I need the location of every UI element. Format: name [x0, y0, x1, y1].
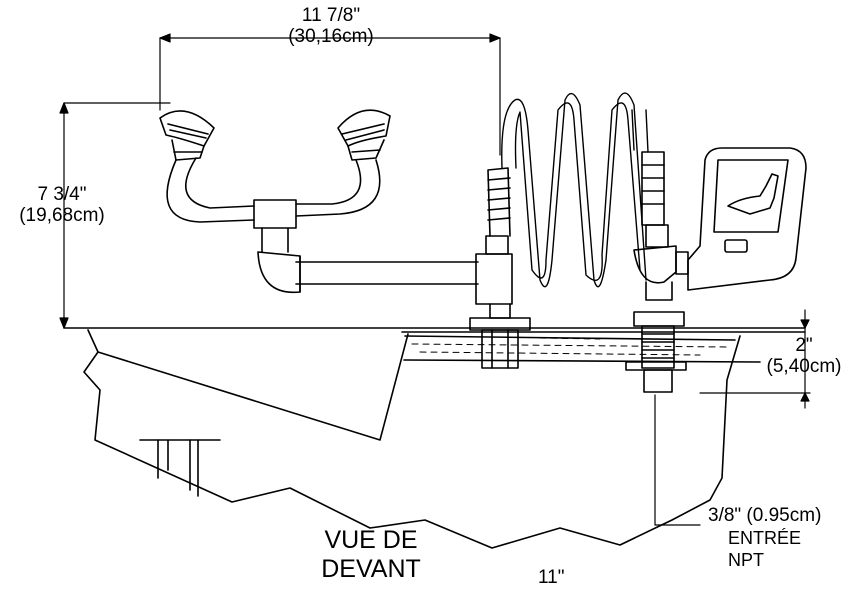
- countertop-outline: [63, 327, 806, 549]
- y-pipe-arms: [166, 157, 479, 294]
- width-imperial: 11 7/8": [301, 5, 361, 26]
- hose-fitting-right: [641, 151, 665, 226]
- view-title-line2: DEVANT: [321, 554, 421, 583]
- height-dimension-label: 7 3/4" (19,68cm): [2, 184, 122, 227]
- inlet-label: 3/8" (0.95cm) ENTRÉE NPT: [708, 505, 822, 570]
- left-spray-head: [159, 110, 215, 161]
- inlet-line1: ENTRÉE: [728, 527, 802, 548]
- countertop-hatch: [411, 337, 729, 356]
- inlet-size: 3/8" (0.95cm): [708, 505, 822, 526]
- right-valve: [625, 224, 689, 393]
- view-title: VUE DE DEVANT: [296, 526, 446, 584]
- inlet-line2: NPT: [728, 549, 764, 570]
- thickness-dimension-lines: [699, 309, 811, 409]
- valve-body: [469, 235, 531, 369]
- thickness-imperial: 2": [795, 335, 813, 356]
- height-dimension-lines: [59, 102, 171, 329]
- height-imperial: 7 3/4": [37, 184, 87, 205]
- hose-fitting-left: [487, 167, 511, 237]
- push-handle: [687, 147, 807, 291]
- view-title-line1: VUE DE: [324, 526, 418, 554]
- coiled-hose: [501, 92, 649, 288]
- width-metric: (30,16cm): [288, 25, 374, 47]
- bottom-dimension-label: 11": [538, 567, 565, 588]
- thickness-dimension-label: 2" (5,40cm): [744, 335, 864, 378]
- height-metric: (19,68cm): [19, 204, 105, 226]
- inlet-leader-line: [654, 394, 701, 526]
- width-dimension-lines: [159, 33, 501, 156]
- width-dimension-label: 11 7/8" (30,16cm): [266, 5, 396, 48]
- right-spray-head: [337, 109, 391, 161]
- thickness-metric: (5,40cm): [766, 355, 842, 377]
